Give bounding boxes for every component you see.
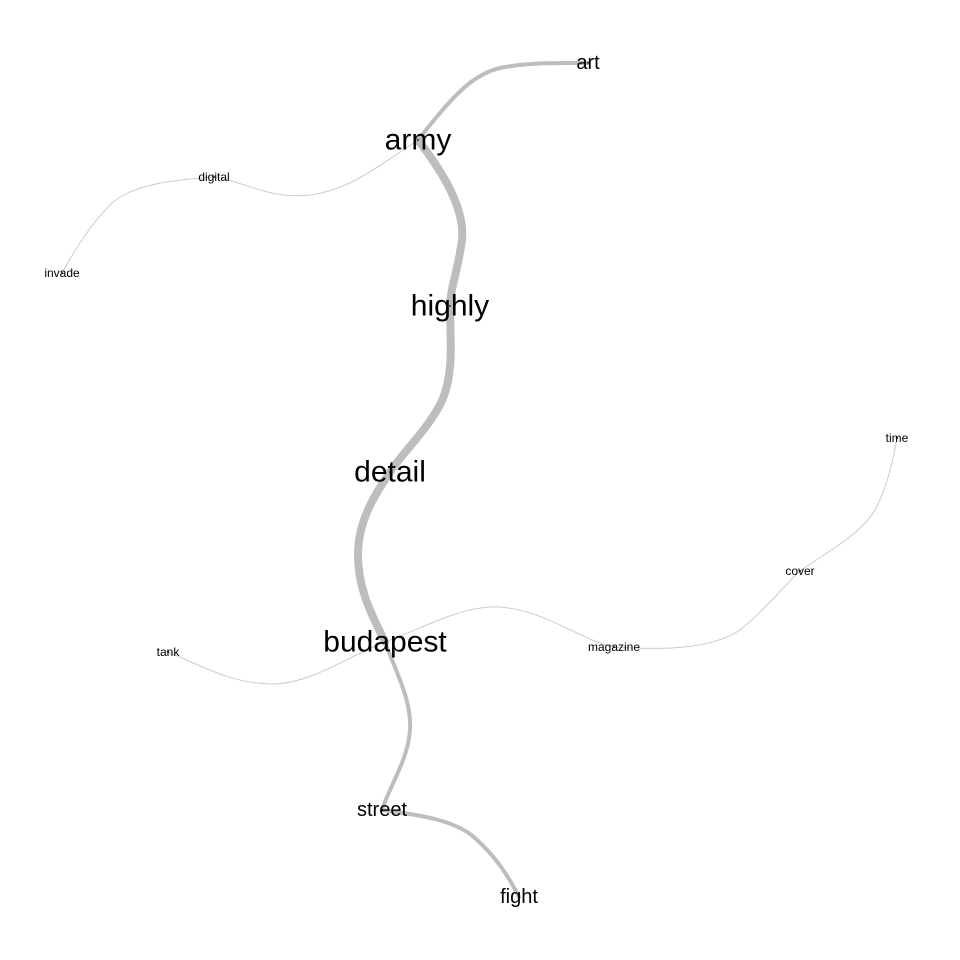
edge-budapest-tank [167,641,386,685]
node-label-time: time [886,431,909,445]
node-dot-time [895,436,899,440]
edge-cover-time [799,437,898,572]
node-time: time [886,431,909,445]
node-label-detail: detail [354,456,426,489]
node-dot-detail [388,470,392,474]
node-highly: highly [411,290,489,323]
node-dot-tank [166,650,170,654]
node-budapest: budapest [323,626,447,659]
node-street: street [357,799,407,821]
node-label-art: art [576,52,600,74]
node-label-street: street [357,799,407,821]
node-label-tank: tank [157,645,181,659]
node-dot-street [380,808,384,812]
edge-army-digital [213,139,419,197]
node-label-invade: invade [44,266,80,280]
node-dot-highly [448,304,452,308]
edge-street-fight [380,808,521,899]
node-dot-magazine [612,645,616,649]
node-label-army: army [385,124,452,157]
node-label-digital: digital [198,170,229,184]
node-label-magazine: magazine [588,640,640,654]
node-dot-budapest [383,640,387,644]
node-tank: tank [157,645,181,659]
node-label-budapest: budapest [323,626,447,659]
node-magazine: magazine [588,640,640,654]
node-dot-army [416,138,420,142]
edge-digital-invade [61,176,215,274]
node-dot-cover [798,569,802,573]
node-dot-invade [60,271,64,275]
node-detail: detail [354,456,426,489]
node-invade: invade [44,266,80,280]
edge-detail-budapest [353,468,394,646]
edge-highly-detail [386,302,455,476]
node-digital: digital [198,170,229,184]
edge-army-art [416,60,590,142]
node-label-highly: highly [411,290,489,323]
node-layer: art army digital invade highly detail time cove… [44,52,908,908]
node-dot-art [586,61,590,65]
edge-army-highly [414,136,467,310]
node-label-cover: cover [785,564,814,578]
node-art: art [576,52,600,74]
node-dot-digital [212,175,216,179]
node-army: army [385,124,452,157]
edge-budapest-magazine [384,606,615,648]
node-fight: fight [500,886,538,908]
node-label-fight: fight [500,886,538,908]
edge-magazine-cover [613,570,801,649]
node-dot-fight [517,895,521,899]
edge-layer [61,60,898,899]
node-cover: cover [785,564,814,578]
edge-budapest-street [380,640,413,812]
